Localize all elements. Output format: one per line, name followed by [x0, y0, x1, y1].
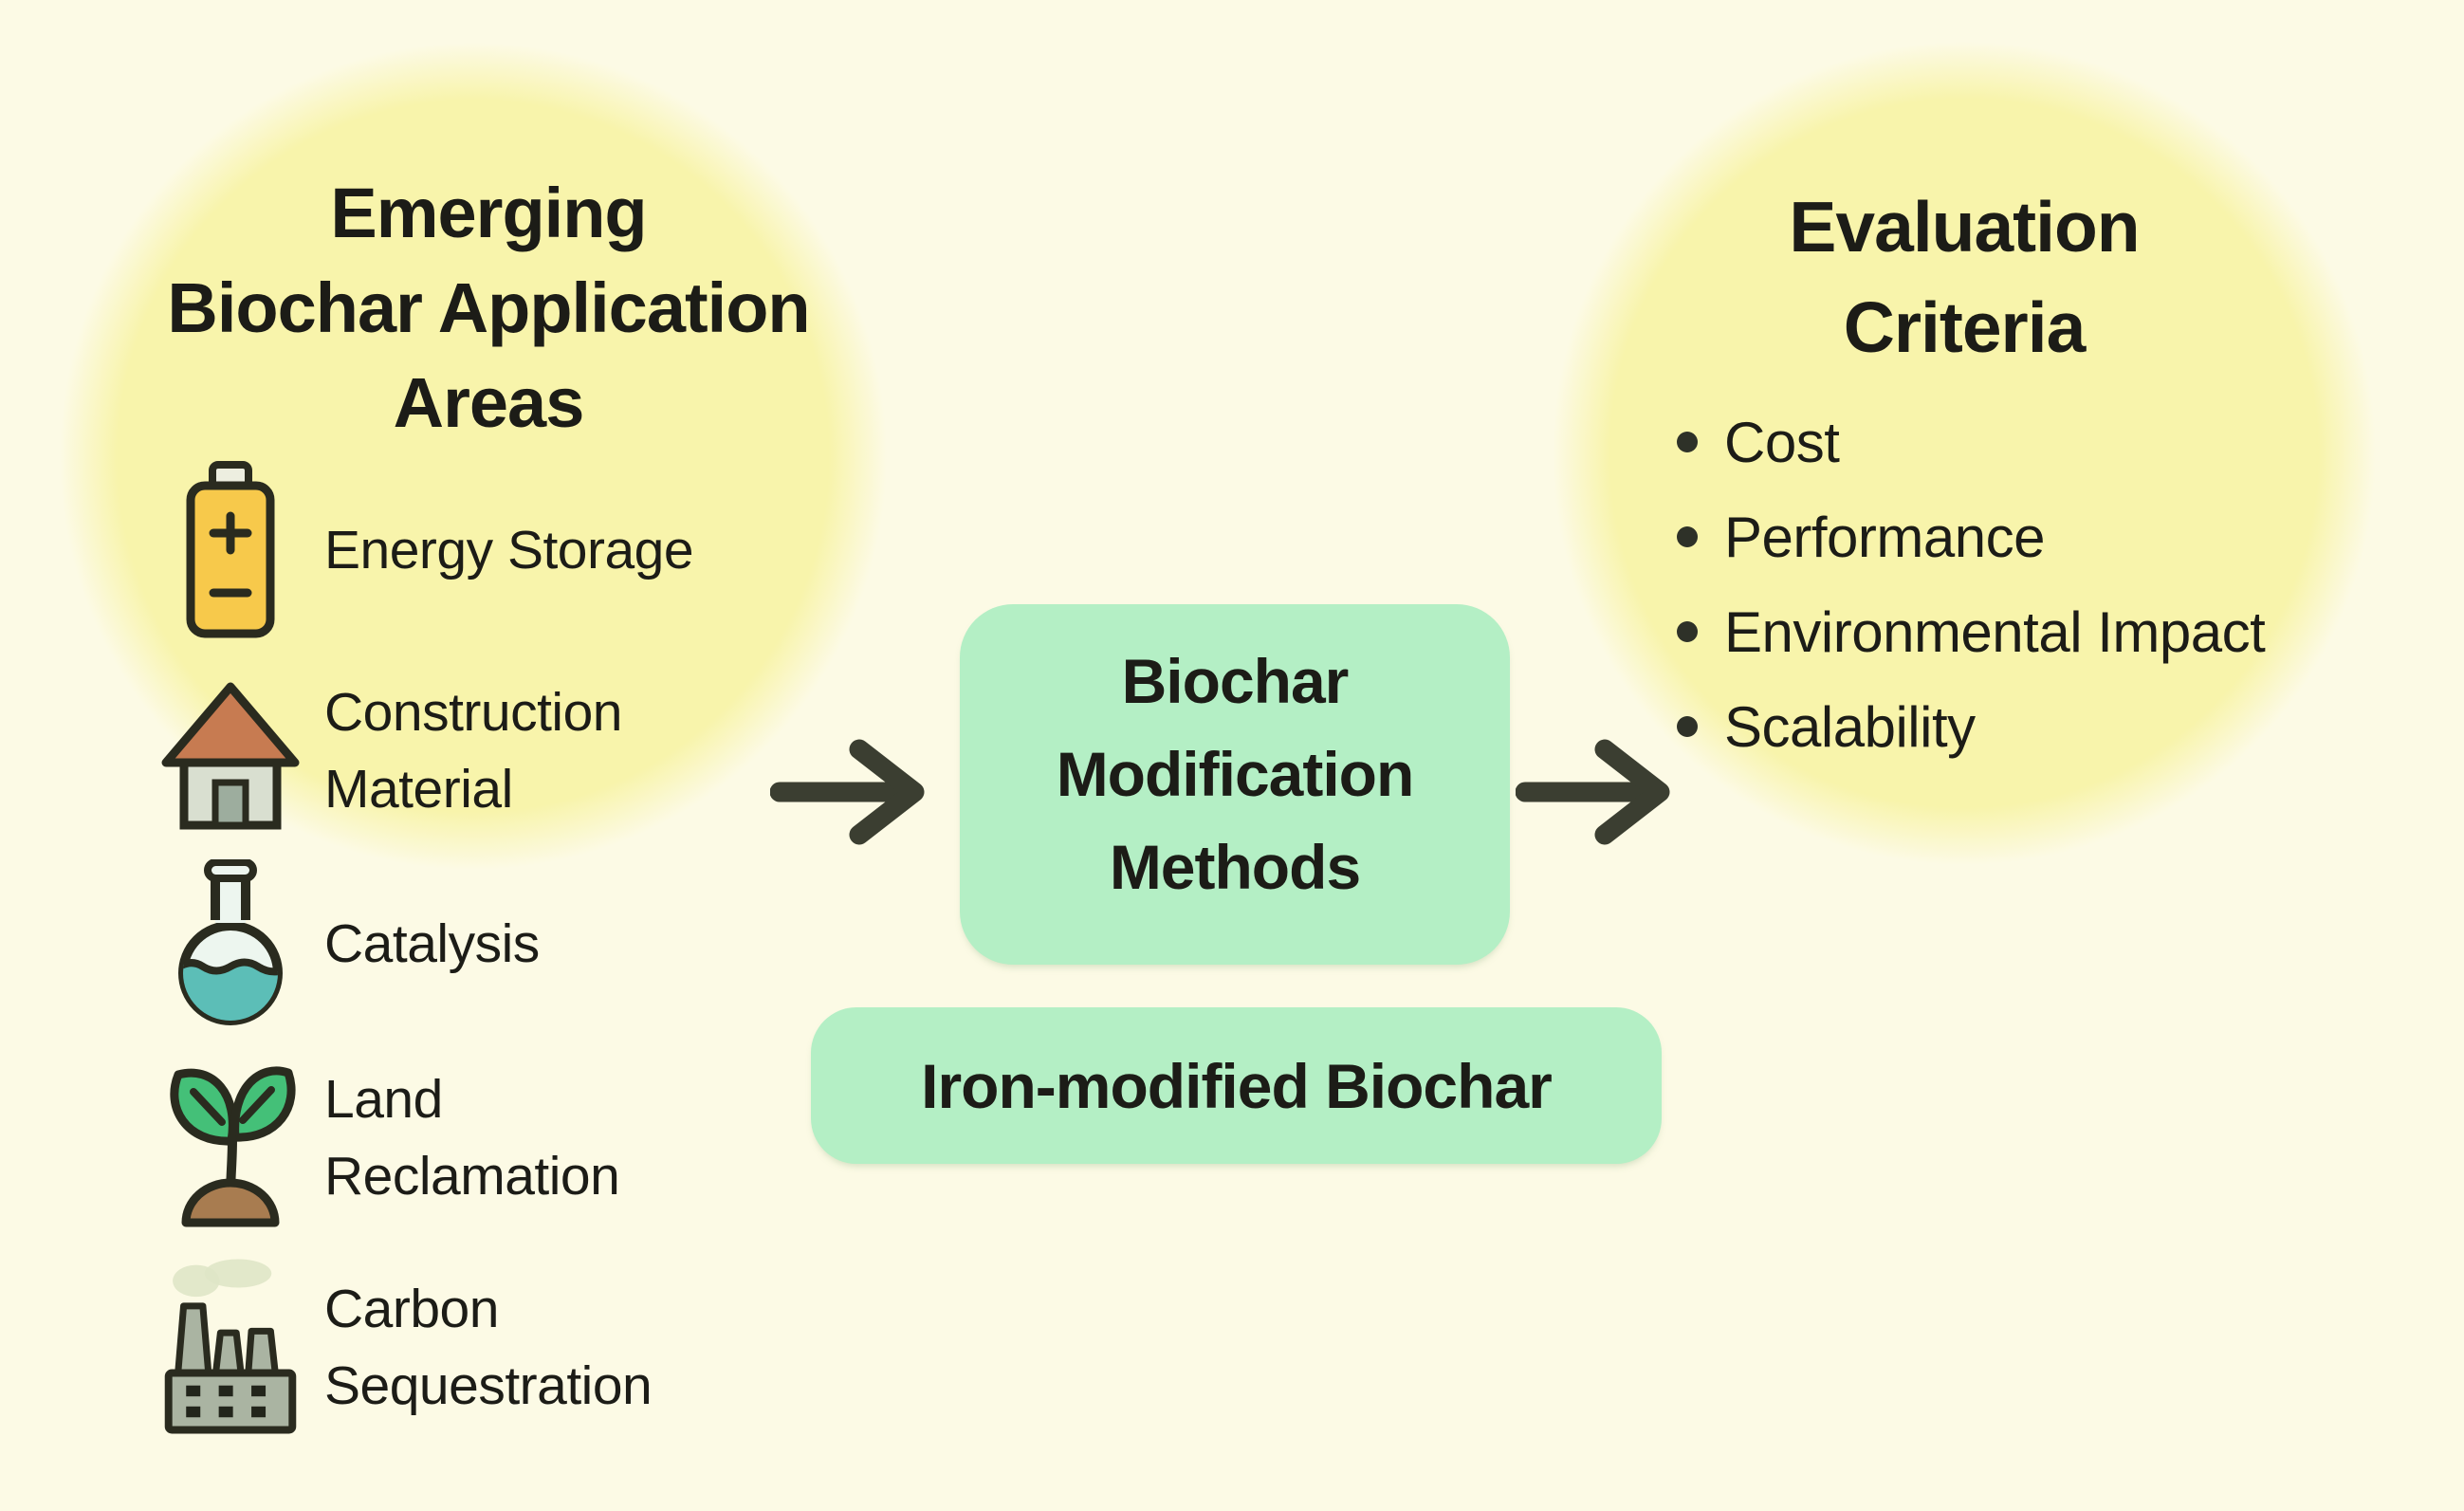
- criterion-label: Scalability: [1724, 694, 1976, 759]
- application-item-catalysis: Catalysis: [159, 858, 842, 1029]
- left-title-line: Biochar Application: [167, 268, 810, 347]
- application-item-label: Energy Storage: [324, 519, 694, 580]
- flask-icon: [159, 859, 302, 1028]
- bullet-dot-icon: [1677, 621, 1698, 642]
- seedling-icon: [159, 1048, 302, 1228]
- flow-arrow-right: [1516, 739, 1670, 845]
- bullet-dot-icon: [1677, 526, 1698, 547]
- criterion-label: Cost: [1724, 410, 1840, 474]
- evaluation-criterion: Scalability: [1677, 679, 2265, 774]
- application-item-energy-storage: Energy Storage: [159, 455, 842, 645]
- application-item-label: Carbon Sequestration: [324, 1279, 653, 1416]
- application-item-label: Catalysis: [324, 912, 540, 974]
- factory-icon: [159, 1247, 302, 1448]
- application-item-land-reclamation: Land Reclamation: [159, 1048, 842, 1228]
- right-title-line: Evaluation: [1789, 187, 2140, 267]
- methods-box-line: Biochar: [1121, 646, 1350, 716]
- evaluation-criterion: Environmental Impact: [1677, 584, 2266, 679]
- left-title-line: Areas: [393, 363, 585, 442]
- methods-box-line: Modification: [1056, 739, 1415, 809]
- evaluation-criteria-list: Cost Performance Environmental Impact Sc…: [1677, 395, 2266, 774]
- right-title-line: Criteria: [1843, 287, 2087, 367]
- bullet-dot-icon: [1677, 716, 1698, 737]
- criterion-label: Performance: [1724, 505, 2045, 569]
- methods-box-line: Methods: [1109, 832, 1361, 902]
- flow-arrow-left: [770, 739, 925, 845]
- evaluation-criterion: Performance: [1677, 489, 2265, 584]
- left-circle-title: Emerging Biochar Application Areas: [100, 166, 877, 451]
- biochar-modification-methods-box: Biochar Modification Methods: [960, 604, 1510, 965]
- right-circle-title: Evaluation Criteria: [1585, 176, 2344, 378]
- application-item-label: Construction Material: [324, 682, 623, 820]
- application-item-carbon-sequestration: Carbon Sequestration: [159, 1248, 842, 1447]
- evaluation-criterion: Cost: [1677, 395, 2265, 489]
- house-icon: [159, 672, 302, 831]
- left-title-line: Emerging: [330, 174, 647, 252]
- result-box-label: Iron-modified Biochar: [921, 1050, 1553, 1121]
- application-item-construction-material: Construction Material: [159, 672, 842, 831]
- battery-icon: [159, 460, 302, 640]
- application-item-label: Land Reclamation: [324, 1069, 620, 1207]
- bullet-dot-icon: [1677, 432, 1698, 452]
- criterion-label: Environmental Impact: [1724, 599, 2266, 664]
- iron-modified-biochar-box: Iron-modified Biochar: [811, 1007, 1662, 1164]
